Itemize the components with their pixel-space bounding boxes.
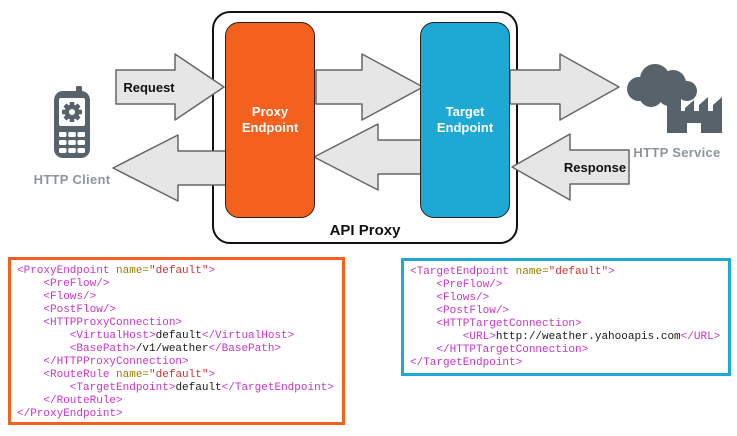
target-endpoint-box: Target Endpoint: [420, 22, 510, 218]
proxy-to-client-arrow: [112, 134, 227, 202]
proxy-endpoint-code: <ProxyEndpoint name="default"> <PreFlow/…: [8, 257, 345, 425]
mobile-phone-gear-icon: [54, 86, 90, 158]
request-arrow-label: Request: [123, 80, 175, 95]
target-endpoint-code: <TargetEndpoint name="default"> <PreFlow…: [401, 258, 731, 376]
response-arrow-label: Response: [564, 160, 626, 175]
target-endpoint-label: Target Endpoint: [436, 103, 494, 135]
smoke-cloud-icon: [627, 64, 697, 107]
response-arrow: [511, 133, 630, 201]
gear-icon: [62, 102, 82, 122]
flow-diagram: Request Response Proxy Endpoint Target E…: [32, 11, 737, 244]
http-client: HTTP Client: [32, 86, 112, 188]
http-service: HTTP Service: [617, 55, 737, 161]
target-to-service-arrow: [509, 53, 620, 121]
api-proxy-label: API Proxy: [329, 222, 401, 239]
http-service-label: HTTP Service: [633, 145, 721, 160]
request-arrow: [115, 53, 225, 121]
proxy-to-target-arrow: [315, 53, 424, 121]
http-client-label: HTTP Client: [33, 172, 111, 187]
arrow-layer: Request Response: [112, 53, 630, 202]
proxy-endpoint-box: Proxy Endpoint: [225, 22, 315, 218]
cloud-factory-icon: [627, 64, 722, 133]
target-to-proxy-arrow: [313, 123, 425, 191]
proxy-endpoint-label: Proxy Endpoint: [241, 103, 299, 135]
